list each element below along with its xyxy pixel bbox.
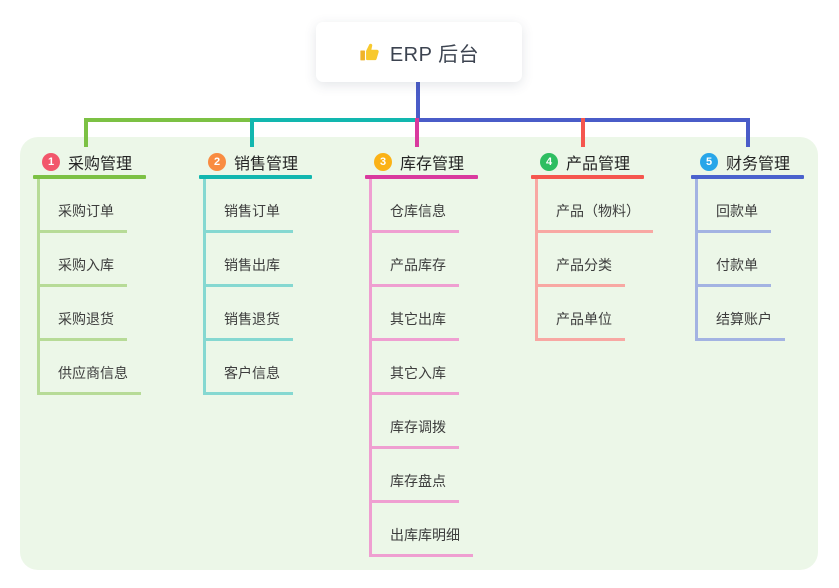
subtopic-node[interactable]: 销售退货	[206, 309, 293, 341]
connector-segment-teal	[252, 118, 418, 122]
subtopic-node[interactable]: 库存调拨	[372, 417, 459, 449]
branch-title-underline	[33, 175, 146, 179]
branch-children: 仓库信息 产品库存 其它出库 其它入库 库存调拨 库存盘点 出库库明细	[369, 179, 478, 557]
root-node-label: ERP 后台	[389, 43, 480, 66]
branch-title-underline	[199, 175, 312, 179]
branch-title-underline	[365, 175, 478, 179]
branch-title-node[interactable]: 4 产品管理	[531, 148, 653, 175]
subtopic-node[interactable]: 销售出库	[206, 255, 293, 287]
branch-drop-line	[84, 118, 88, 147]
subtopic-node[interactable]: 产品分类	[538, 255, 625, 287]
branch-inventory: 3 库存管理 仓库信息 产品库存 其它出库 其它入库 库存调拨 库存盘点 出库库…	[365, 148, 478, 557]
branch-drop-line	[415, 118, 419, 147]
subtopic-node[interactable]: 产品库存	[372, 255, 459, 287]
branch-drop-line	[746, 118, 750, 147]
mindmap-group-panel	[20, 137, 818, 570]
branch-title-label: 产品管理	[566, 155, 631, 173]
branch-sales: 2 销售管理 销售订单 销售出库 销售退货 客户信息	[199, 148, 312, 395]
subtopic-node[interactable]: 结算账户	[698, 309, 785, 341]
branch-title-node[interactable]: 1 采购管理	[33, 148, 146, 175]
branch-drop-line	[581, 118, 585, 147]
subtopic-node[interactable]: 库存盘点	[372, 471, 459, 503]
branch-product: 4 产品管理 产品（物料） 产品分类 产品单位	[531, 148, 653, 341]
subtopic-node[interactable]: 采购入库	[40, 255, 127, 287]
subtopic-node[interactable]: 销售订单	[206, 201, 293, 233]
subtopic-node[interactable]: 采购订单	[40, 201, 127, 233]
branch-title-label: 财务管理	[726, 155, 791, 173]
branch-title-node[interactable]: 3 库存管理	[365, 148, 478, 175]
branch-children: 产品（物料） 产品分类 产品单位	[535, 179, 653, 341]
subtopic-node[interactable]: 客户信息	[206, 363, 293, 395]
branch-title-label: 销售管理	[234, 155, 299, 173]
root-connector-line	[416, 80, 420, 120]
subtopic-node[interactable]: 产品单位	[538, 309, 625, 341]
subtopic-node[interactable]: 出库库明细	[372, 525, 473, 557]
mindmap-root-node[interactable]: ERP 后台	[316, 22, 522, 82]
branch-title-label: 库存管理	[400, 155, 465, 173]
branch-title-node[interactable]: 5 财务管理	[691, 148, 804, 175]
subtopic-node[interactable]: 采购退货	[40, 309, 127, 341]
subtopic-node[interactable]: 供应商信息	[40, 363, 141, 395]
subtopic-node[interactable]: 仓库信息	[372, 201, 459, 233]
subtopic-node[interactable]: 回款单	[698, 201, 771, 233]
branch-title-underline	[691, 175, 804, 179]
branch-finance: 5 财务管理 回款单 付款单 结算账户	[691, 148, 804, 341]
branch-number-badge: 4	[540, 152, 558, 171]
branch-children: 回款单 付款单 结算账户	[695, 179, 804, 341]
subtopic-node[interactable]: 其它出库	[372, 309, 459, 341]
branch-number-badge: 1	[42, 152, 60, 171]
branch-drop-line	[250, 118, 254, 147]
subtopic-node[interactable]: 其它入库	[372, 363, 459, 395]
branch-title-node[interactable]: 2 销售管理	[199, 148, 312, 175]
branch-children: 销售订单 销售出库 销售退货 客户信息	[203, 179, 312, 395]
branch-number-badge: 3	[374, 152, 392, 171]
thumbs-up-icon	[359, 41, 381, 63]
branch-children: 采购订单 采购入库 采购退货 供应商信息	[37, 179, 146, 395]
branch-title-underline	[531, 175, 644, 179]
subtopic-node[interactable]: 产品（物料）	[538, 201, 653, 233]
branch-title-label: 采购管理	[68, 155, 133, 173]
connector-segment-green	[84, 118, 254, 122]
branch-number-badge: 2	[208, 152, 226, 171]
branch-purchase: 1 采购管理 采购订单 采购入库 采购退货 供应商信息	[33, 148, 146, 395]
subtopic-node[interactable]: 付款单	[698, 255, 771, 287]
branch-number-badge: 5	[700, 152, 718, 171]
